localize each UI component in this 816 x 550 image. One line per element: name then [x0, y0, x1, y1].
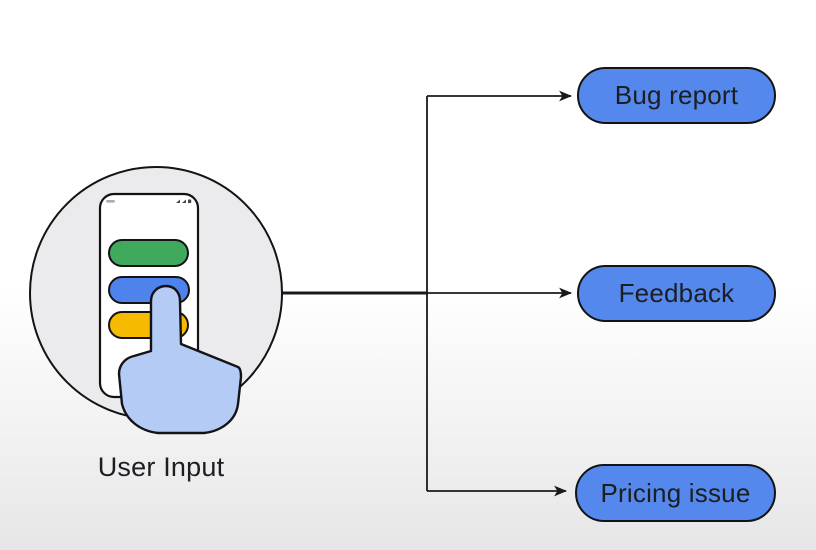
green-option-pill [108, 239, 189, 267]
node-label: Pricing issue [600, 477, 751, 508]
node-pricing-issue: Pricing issue [575, 464, 776, 522]
connector-lines [282, 90, 573, 497]
pointing-hand-icon [117, 284, 243, 435]
node-label: Feedback [618, 278, 735, 308]
node-bug-report: Bug report [577, 67, 776, 124]
status-icons-mark [176, 199, 192, 204]
node-feedback: Feedback [577, 265, 776, 322]
node-label: Bug report [614, 80, 739, 110]
diagram-caption: User Input [97, 452, 225, 482]
status-time-mark [106, 200, 115, 203]
user-input-illustration [29, 166, 283, 435]
